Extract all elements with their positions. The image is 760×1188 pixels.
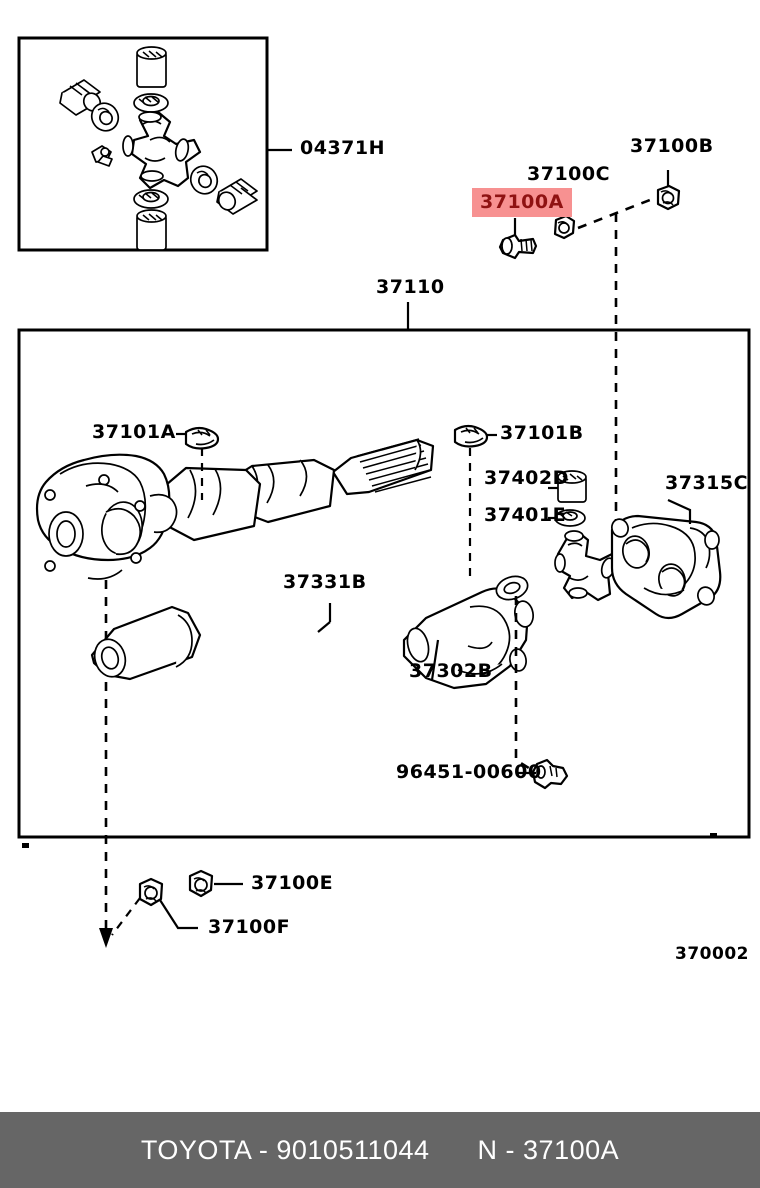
cross-spider-assembly bbox=[554, 530, 620, 602]
label-37100B: 37100B bbox=[630, 135, 714, 157]
top-fastener-group bbox=[498, 170, 681, 543]
label-37101A: 37101A bbox=[92, 421, 176, 443]
inset-kit-box bbox=[17, 36, 292, 252]
plug-96451-00600 bbox=[514, 596, 569, 790]
diagram-number: 370002 bbox=[675, 944, 749, 964]
label-37315C: 37315C bbox=[665, 472, 749, 494]
bottom-fastener-group bbox=[111, 869, 243, 936]
nut-37100B bbox=[656, 184, 681, 211]
splined-shaft bbox=[331, 438, 435, 496]
label-37100F: 37100F bbox=[208, 916, 291, 938]
bearing-cup-bottom bbox=[136, 209, 167, 251]
flange-yoke-37315C bbox=[610, 514, 722, 620]
footer-node-part: N - 37100A bbox=[477, 1134, 620, 1165]
seal-left bbox=[90, 102, 120, 132]
seal-top bbox=[133, 93, 169, 113]
label-37402D: 37402D bbox=[484, 467, 569, 489]
snap-ring-37101B bbox=[453, 424, 489, 448]
label-37302B: 37302B bbox=[409, 660, 493, 682]
label-37331B: 37331B bbox=[283, 571, 367, 593]
label-37100E: 37100E bbox=[251, 872, 334, 894]
label-04371H: 04371H bbox=[300, 137, 386, 159]
seal-right bbox=[189, 165, 219, 195]
footer-bar: TOYOTA - 9010511044 N - 37100A bbox=[0, 1112, 760, 1188]
plug-part bbox=[531, 758, 569, 790]
snap-ring-37101A bbox=[184, 426, 220, 450]
footer-brand-part: TOYOTA - 9010511044 bbox=[140, 1134, 430, 1165]
propeller-shaft-assembly bbox=[35, 426, 435, 948]
universal-joint-spider bbox=[122, 110, 202, 190]
nut-37100F bbox=[138, 877, 164, 907]
bearing-cup-right bbox=[216, 178, 258, 215]
label-37110: 37110 bbox=[376, 276, 445, 298]
label-37101B: 37101B bbox=[500, 422, 584, 444]
nut-37100E bbox=[188, 869, 214, 898]
grease-fitting bbox=[91, 145, 113, 167]
label-37401E: 37401E bbox=[484, 504, 567, 526]
label-37100C: 37100C bbox=[527, 163, 611, 185]
bearing-cup-top bbox=[136, 46, 167, 88]
dust-cover-37402D bbox=[557, 470, 587, 503]
dust-boot-37331B bbox=[90, 605, 202, 681]
main-assembly-box bbox=[17, 328, 751, 848]
front-yoke-flange bbox=[35, 453, 178, 580]
label-37100A-highlight[interactable]: 37100A bbox=[472, 188, 572, 217]
seal-bottom bbox=[133, 189, 169, 209]
nut-37100C bbox=[553, 214, 576, 240]
label-96451-00600: 96451-00600 bbox=[396, 761, 542, 783]
washer-37401E bbox=[554, 509, 586, 527]
bolt-37100A bbox=[498, 233, 538, 260]
